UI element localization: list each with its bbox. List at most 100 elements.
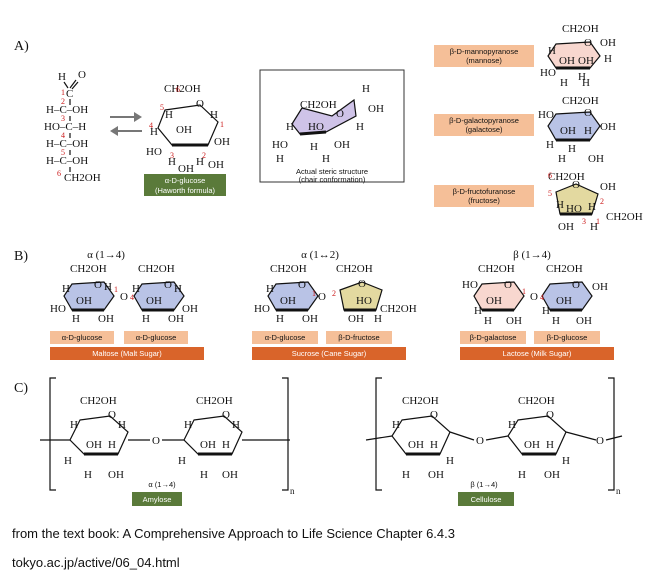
svg-text:β (1→4): β (1→4) — [513, 249, 551, 261]
polymer-amylose: n CH2OH CH2OH O O O H H H H OH OH H H H … — [40, 377, 295, 496]
svg-text:OH: OH — [544, 469, 560, 481]
svg-text:1: 1 — [114, 285, 118, 294]
svg-text:3: 3 — [170, 151, 174, 160]
svg-text:OH: OH — [578, 55, 594, 67]
svg-text:H: H — [72, 313, 80, 325]
svg-text:4: 4 — [540, 293, 544, 302]
lactose-unit1: β-D-galactose — [470, 333, 517, 342]
svg-text:H: H — [402, 469, 410, 481]
sucrose-name: Sucrose (Cane Sugar) — [292, 349, 367, 358]
maltose-name: Maltose (Malt Sugar) — [92, 349, 162, 358]
svg-text:OH: OH — [576, 315, 592, 327]
svg-text:H: H — [322, 153, 330, 165]
svg-text:OH: OH — [524, 439, 540, 451]
svg-text:HO: HO — [50, 303, 66, 315]
svg-text:H: H — [266, 283, 274, 295]
svg-text:H: H — [84, 469, 92, 481]
svg-text:4: 4 — [149, 121, 153, 130]
svg-text:CH2OH: CH2OH — [270, 263, 307, 275]
aldehyde-o: O — [78, 69, 86, 81]
svg-text:H: H — [588, 201, 596, 213]
svg-text:HO: HO — [272, 139, 288, 151]
svg-text:CH2OH: CH2OH — [548, 171, 585, 183]
svg-text:CH2OH: CH2OH — [562, 95, 599, 107]
svg-text:α (1→4): α (1→4) — [148, 480, 176, 489]
svg-text:OH: OH — [600, 181, 616, 193]
aldehyde-h: H — [58, 71, 66, 83]
svg-text:H: H — [560, 77, 568, 89]
svg-text:H: H — [108, 439, 116, 451]
svg-text:H: H — [590, 221, 598, 233]
svg-text:6: 6 — [548, 171, 552, 180]
svg-text:OH: OH — [368, 103, 384, 115]
svg-text:H: H — [374, 313, 382, 325]
svg-text:4: 4 — [130, 293, 134, 302]
carbon-number-1: 1 — [61, 88, 65, 97]
equilibrium-arrows-icon — [110, 112, 142, 136]
carbon-number-2: 2 — [61, 97, 65, 106]
source-url: tokyo.ac.jp/active/06_04.html — [12, 555, 180, 570]
svg-text:OH: OH — [176, 124, 192, 136]
svg-text:H: H — [582, 77, 590, 89]
svg-text:OH: OH — [428, 469, 444, 481]
cellulose-label: Cellulose — [471, 495, 502, 504]
svg-text:H: H — [178, 455, 186, 467]
svg-text:CH2OH: CH2OH — [138, 263, 175, 275]
svg-text:H: H — [542, 305, 550, 317]
maltose-unit1: α-D-glucose — [62, 333, 103, 342]
svg-text:β-D-fructofuranose: β-D-fructofuranose — [453, 187, 516, 196]
chair-caption-1: Actual steric structure — [296, 167, 368, 176]
svg-text:OH: OH — [86, 439, 102, 451]
svg-text:O: O — [94, 279, 102, 291]
svg-text:HO: HO — [308, 121, 324, 133]
svg-text:n: n — [616, 486, 621, 496]
svg-text:(galactose): (galactose) — [465, 125, 503, 134]
lactose-unit2: β-D-glucose — [547, 333, 588, 342]
svg-text:1: 1 — [596, 217, 600, 226]
svg-text:α (1↔2): α (1↔2) — [301, 249, 339, 261]
svg-text:OH: OH — [108, 469, 124, 481]
fischer-projection: H O C H–C–OH HO–C–H H–C–OH H–C–OH CH2OH … — [44, 69, 101, 184]
svg-text:O: O — [152, 435, 160, 447]
svg-text:OH: OH — [592, 281, 608, 293]
svg-text:HO: HO — [254, 303, 270, 315]
svg-text:H: H — [548, 45, 556, 57]
svg-text:HO: HO — [540, 67, 556, 79]
svg-text:H: H — [104, 281, 112, 293]
carbon-number-4: 4 — [61, 131, 65, 140]
svg-text:H: H — [604, 53, 612, 65]
svg-text:OH: OH — [588, 153, 604, 165]
pyranose-galactose: β-D-galactopyranose (galactose) CH2OH O … — [434, 95, 616, 165]
svg-text:HO: HO — [462, 279, 478, 291]
svg-text:H: H — [310, 141, 318, 153]
svg-text:OH: OH — [348, 313, 364, 325]
svg-text:CH2OH: CH2OH — [546, 263, 583, 275]
svg-text:1: 1 — [220, 120, 224, 129]
svg-text:H: H — [356, 121, 364, 133]
fischer-row-4: H–C–OH — [46, 138, 88, 150]
svg-text:O: O — [430, 409, 438, 421]
svg-text:5: 5 — [548, 189, 552, 198]
svg-text:H: H — [232, 419, 240, 431]
svg-text:CH2OH: CH2OH — [300, 99, 337, 111]
svg-text:H: H — [165, 109, 173, 121]
fischer-c6: CH2OH — [64, 172, 101, 184]
svg-text:H: H — [196, 156, 204, 168]
svg-text:CH2OH: CH2OH — [402, 395, 439, 407]
svg-text:3: 3 — [582, 217, 586, 226]
svg-text:CH2OH: CH2OH — [518, 395, 555, 407]
disaccharide-sucrose: α (1↔2) CH2OH CH2OH H O O OH HO O HO CH2… — [254, 249, 417, 325]
svg-text:H: H — [430, 439, 438, 451]
svg-text:C: C — [66, 88, 73, 100]
svg-text:H: H — [62, 283, 70, 295]
svg-text:OH: OH — [486, 295, 502, 307]
svg-text:O: O — [120, 291, 128, 303]
svg-text:CH2OH: CH2OH — [562, 23, 599, 35]
svg-text:OH: OH — [559, 55, 575, 67]
chair-conformation: CH2OH H OH O H HO H HO H OH H H — [272, 83, 384, 165]
svg-text:α (1→4): α (1→4) — [87, 249, 125, 261]
svg-text:2: 2 — [332, 289, 336, 298]
source-caption: from the text book: A Comprehensive Appr… — [12, 526, 455, 541]
svg-text:OH: OH — [560, 125, 576, 137]
